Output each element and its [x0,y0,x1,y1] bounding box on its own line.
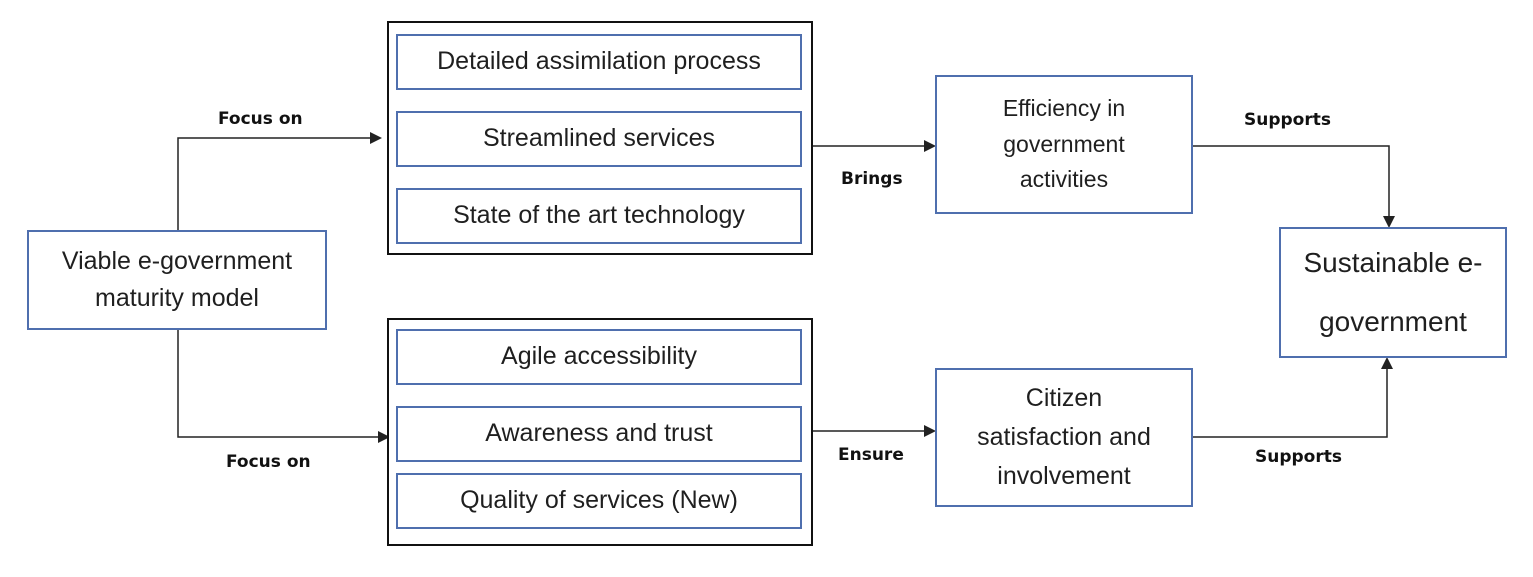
edge-label-ensure: Ensure [838,445,904,465]
edge-label-brings: Brings [841,169,903,189]
node-maturity-model: Viable e-government maturity model [27,230,327,330]
edge-focus-top [177,132,382,230]
edge-label-focus-bottom: Focus on [226,452,311,472]
node-sustainable-label: Sustainable e-government [1303,246,1483,337]
node-maturity-model-label: Viable e-government maturity model [61,246,293,313]
top-item-streamlined-label: Streamlined services [482,124,716,153]
node-citizen: Citizen satisfaction and involvement [935,368,1193,507]
top-item-technology-label: State of the art technology [453,201,745,230]
node-efficiency: Efficiency in government activities [935,75,1193,214]
bottom-item-awareness: Awareness and trust [396,406,802,462]
edge-label-supports-bottom: Supports [1255,447,1342,467]
top-item-technology: State of the art technology [396,188,802,244]
top-item-streamlined: Streamlined services [396,111,802,167]
edge-label-supports-top: Supports [1244,110,1331,130]
node-sustainable: Sustainable e-government [1279,227,1507,358]
top-item-assimilation: Detailed assimilation process [396,34,802,90]
edge-focus-bottom [177,330,390,443]
node-efficiency-label: Efficiency in government activities [1002,95,1126,193]
bottom-item-awareness-label: Awareness and trust [485,419,713,448]
edge-supports-bottom [1193,357,1393,438]
bottom-item-accessibility: Agile accessibility [396,329,802,385]
bottom-item-quality: Quality of services (New) [396,473,802,529]
edge-label-focus-top: Focus on [218,109,303,129]
edge-supports-top [1193,145,1395,228]
bottom-item-quality-label: Quality of services (New) [460,486,738,515]
node-citizen-label: Citizen satisfaction and involvement [977,384,1151,490]
bottom-item-accessibility-label: Agile accessibility [501,342,697,371]
top-item-assimilation-label: Detailed assimilation process [437,47,761,76]
